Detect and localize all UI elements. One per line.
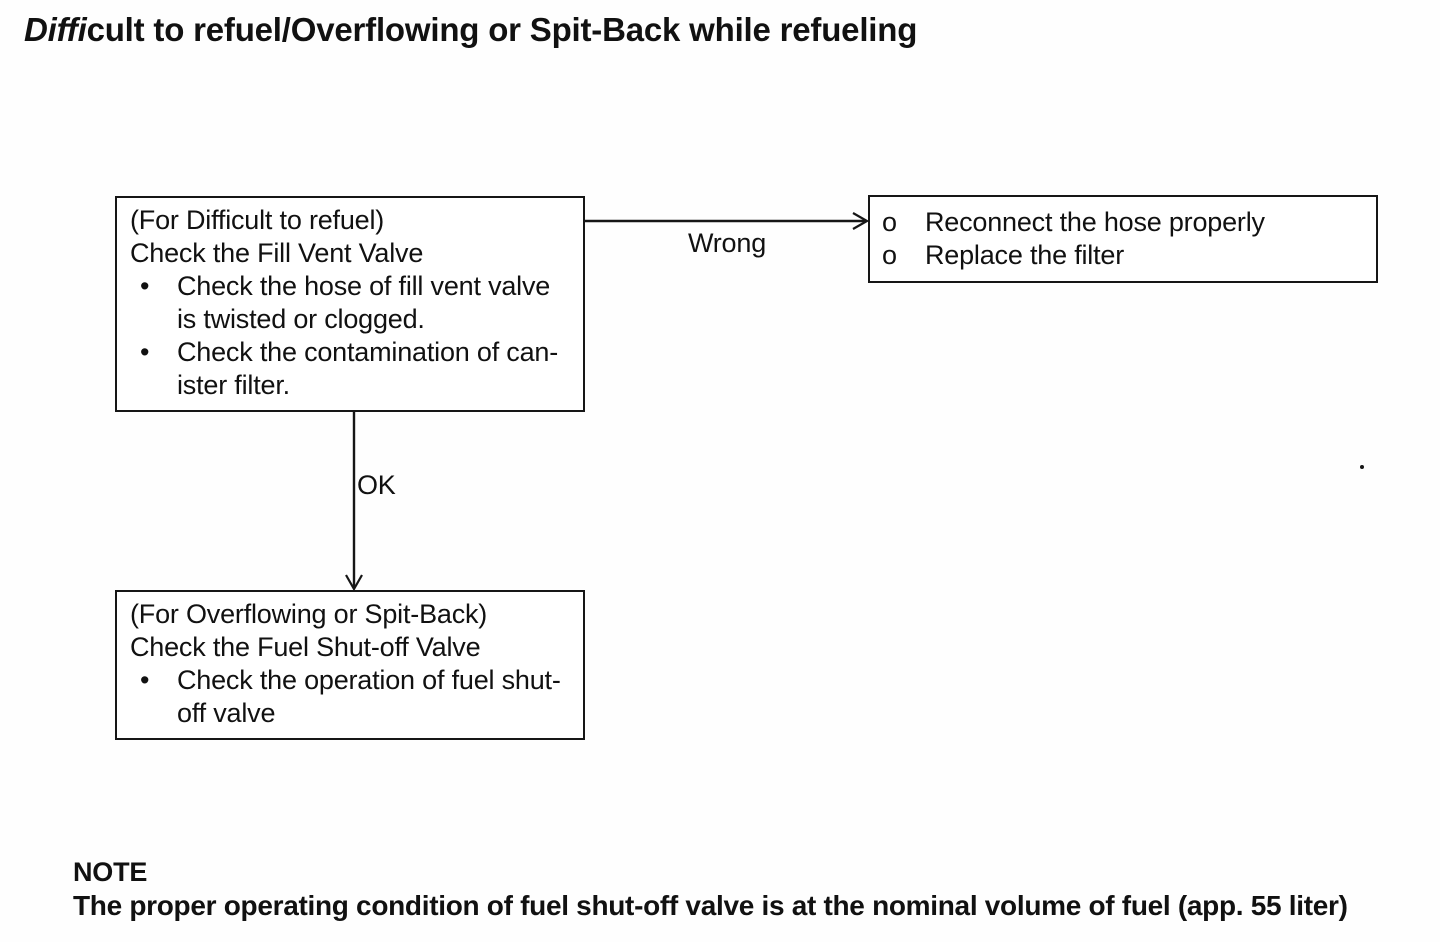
wrong-arrow: [585, 212, 869, 230]
action-text: Replace the filter: [925, 240, 1125, 270]
bullet-dot-icon: •: [140, 271, 150, 301]
bullet-line: Check the contamination of can-: [177, 337, 559, 367]
bullet-text: Check the contamination of can-ister fil…: [177, 336, 575, 402]
action-text: Reconnect the hose properly: [925, 207, 1265, 237]
bullet-dot-icon: •: [140, 337, 150, 367]
bullet-line: is twisted or clogged.: [177, 304, 425, 334]
flowchart-box-fill-vent-valve: (For Difficult to refuel) Check the Fill…: [115, 196, 585, 412]
action-item: o Replace the filter: [880, 239, 1368, 272]
page-title-italic-part: Diffi: [24, 11, 87, 48]
box-subheading: Check the Fuel Shut-off Valve: [130, 632, 481, 662]
note-body: The proper operating condition of fuel s…: [73, 890, 1348, 921]
box-heading: (For Difficult to refuel): [130, 205, 385, 235]
bullet-item: • Check the operation of fuel shut-off v…: [130, 664, 575, 730]
action-item: o Reconnect the hose properly: [880, 206, 1368, 239]
box-subheading: Check the Fill Vent Valve: [130, 238, 424, 268]
bullet-line: off valve: [177, 698, 276, 728]
bullet-item: • Check the contamination of can-ister f…: [130, 336, 575, 402]
bullet-line: ister filter.: [177, 370, 290, 400]
o-bullet-icon: o: [882, 240, 897, 270]
box-heading: (For Overflowing or Spit-Back): [130, 599, 488, 629]
ok-label: OK: [357, 470, 396, 500]
bullet-dot-icon: •: [140, 665, 150, 695]
flowchart-box-corrective-actions: o Reconnect the hose properly o Replace …: [868, 195, 1378, 283]
o-bullet-icon: o: [882, 207, 897, 237]
flowchart-box-fuel-shutoff-valve: (For Overflowing or Spit-Back) Check the…: [115, 590, 585, 740]
wrong-label: Wrong: [687, 228, 767, 258]
ok-arrow: [345, 412, 363, 591]
note-section: NOTE The proper operating condition of f…: [73, 855, 1348, 923]
page-title-rest: cult to refuel/Overflowing or Spit-Back …: [86, 11, 918, 48]
scan-artifact-dot: [1360, 465, 1364, 469]
bullet-line: Check the operation of fuel shut-: [177, 665, 561, 695]
bullet-line: Check the hose of fill vent valve: [177, 271, 551, 301]
page-title: Difficult to refuel/Overflowing or Spit-…: [24, 12, 917, 48]
bullet-text: Check the operation of fuel shut-off val…: [177, 664, 575, 730]
note-heading: NOTE: [73, 857, 148, 887]
